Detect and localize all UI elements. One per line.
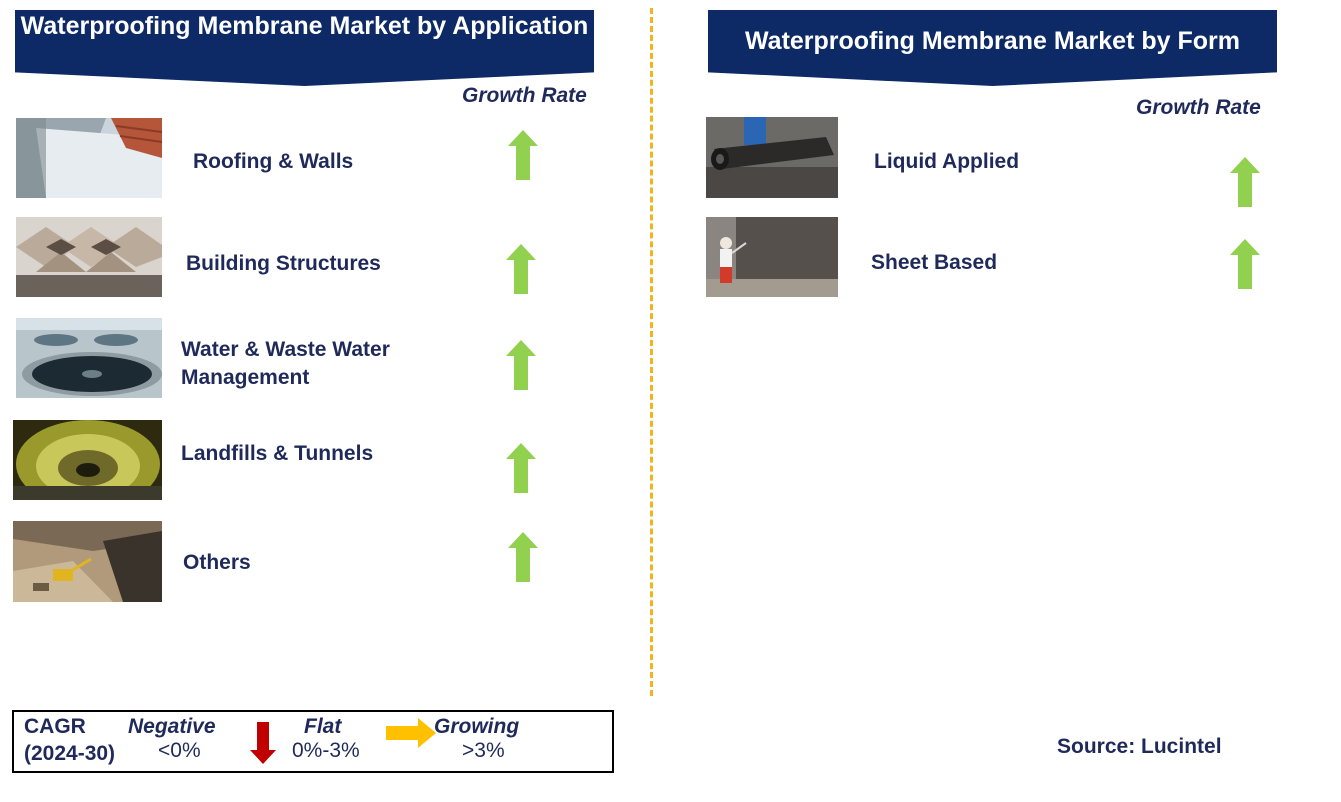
growing-range: >3% xyxy=(462,739,505,762)
growing-arrow-icon xyxy=(508,130,538,180)
sheet-based-image xyxy=(706,217,838,297)
cagr-label: CAGR xyxy=(24,715,86,738)
cagr-period: (2024-30) xyxy=(24,742,116,765)
item-label: Liquid Applied xyxy=(874,150,1020,173)
item-label: Building Structures xyxy=(186,252,381,275)
growing-arrow-icon xyxy=(506,443,536,493)
negative-arrow-icon xyxy=(250,722,276,764)
growth-rate-header-right: Growth Rate xyxy=(1136,96,1261,119)
item-label: Others xyxy=(183,551,251,574)
application-title-banner: Waterproofing Membrane Market by Applica… xyxy=(15,10,594,86)
growing-arrow-icon xyxy=(508,532,538,582)
application-title: Waterproofing Membrane Market by Applica… xyxy=(20,12,589,40)
flat-range: 0%-3% xyxy=(292,739,360,762)
item-label: Sheet Based xyxy=(871,251,998,274)
landfills-tunnels-image xyxy=(13,420,162,500)
water-management-image xyxy=(16,318,162,398)
growing-arrow-icon xyxy=(1230,157,1260,207)
building-structures-image xyxy=(16,217,162,297)
form-title-banner: Waterproofing Membrane Market by Form xyxy=(708,10,1277,86)
growing-arrow-icon xyxy=(1230,239,1260,289)
growing-arrow-icon xyxy=(506,244,536,294)
item-label: Roofing & Walls xyxy=(193,150,354,173)
flat-arrow-icon xyxy=(386,718,436,748)
negative-range: <0% xyxy=(158,739,201,762)
growing-arrow-icon xyxy=(506,340,536,390)
item-label: Landfills & Tunnels xyxy=(181,442,374,465)
flat-label: Flat xyxy=(304,715,342,738)
negative-label: Negative xyxy=(128,715,216,738)
form-title: Waterproofing Membrane Market by Form xyxy=(745,27,1240,55)
growing-label: Growing xyxy=(434,715,520,738)
item-label: Water & Waste Water Management xyxy=(181,338,390,389)
roofing-walls-image xyxy=(16,118,162,198)
cagr-legend: CAGR (2024-30) Negative <0% Flat 0%-3% G… xyxy=(12,710,614,773)
source-credit: Source: Lucintel xyxy=(1057,735,1222,758)
others-image xyxy=(13,521,162,602)
liquid-applied-image xyxy=(706,117,838,198)
growth-rate-header-left: Growth Rate xyxy=(462,84,587,107)
panel-divider xyxy=(650,8,653,696)
